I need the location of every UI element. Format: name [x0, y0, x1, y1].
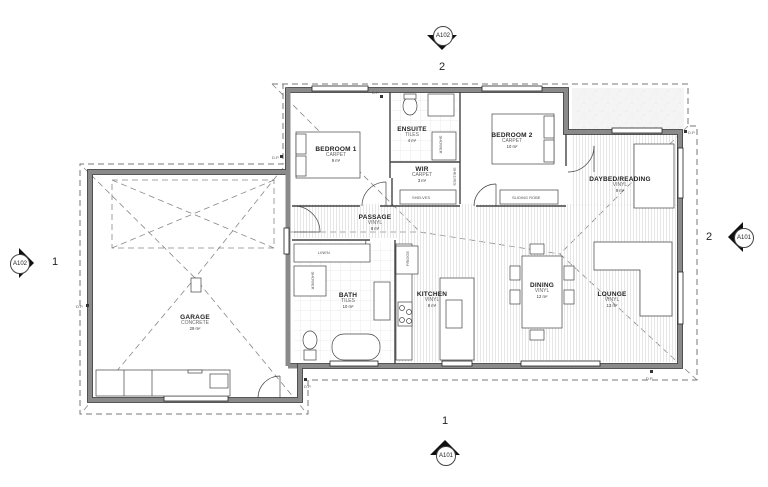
room-label-dining: DINING VINYL 12 m² [530, 282, 554, 300]
furniture [95, 93, 675, 397]
roof-outline [79, 83, 698, 415]
room-name: BATH [338, 292, 358, 299]
label-shelves-side: SHELVES [452, 167, 458, 186]
room-label-garage: GARAGE CONCRETE 29 m² [180, 314, 210, 332]
room-area: 9 m² [331, 158, 341, 164]
room-area: 8 m² [370, 226, 380, 232]
room-finish: VINYL [534, 288, 550, 295]
room-name: KITCHEN [416, 291, 448, 298]
label-shower-ensuite: SHOWER [438, 135, 444, 154]
room-area: 4 m² [407, 138, 417, 144]
room-label-kitchen: KITCHEN VINYL 8 m² [417, 291, 447, 309]
downpipe-label: D.P. [304, 384, 312, 389]
room-area: 10 m² [506, 144, 518, 150]
room-label-passage: PASSAGE VINYL 8 m² [359, 214, 392, 232]
room-finish: CARPET [411, 172, 433, 179]
room-finish: VINYL [612, 182, 628, 189]
patio-area [572, 88, 684, 132]
room-finish: CONCRETE [180, 320, 210, 327]
section-sheet-ref: A102 [433, 26, 453, 46]
room-finish: TILES [405, 132, 419, 139]
label-fridge: FRIDGE [405, 250, 411, 267]
label-shower-bath: SHOWER [310, 271, 316, 290]
room-finish: VINYL [604, 297, 620, 304]
section-marker-top[interactable]: A102 [427, 20, 457, 50]
downpipe-label: D.P. [372, 90, 380, 95]
windows [163, 85, 684, 402]
downpipe-label: D.P. [646, 376, 654, 381]
section-number-top: 2 [439, 61, 446, 73]
room-name: DAYBED/READING [589, 176, 651, 183]
room-name: WIR [415, 166, 429, 173]
downpipe-label: D.P. [76, 304, 84, 309]
room-name: ENSUITE [397, 126, 427, 133]
room-label-bedroom1: BEDROOM 1 CARPET 9 m² [315, 146, 356, 164]
room-name: GARAGE [180, 314, 210, 321]
room-finish: VINYL [367, 220, 383, 227]
section-sheet-ref: A101 [734, 228, 754, 248]
room-area: 8 m² [427, 303, 437, 309]
section-number-right: 2 [706, 231, 713, 243]
room-area: 9 m² [615, 188, 625, 194]
section-number-bottom: 1 [442, 415, 449, 427]
room-name: LOUNGE [597, 291, 627, 298]
section-marker-right[interactable]: A101 [728, 222, 758, 252]
room-finish: CARPET [325, 152, 347, 159]
section-marker-bottom[interactable]: A101 [430, 440, 460, 470]
room-area: 12 m² [536, 294, 548, 300]
room-label-bath: BATH TILES 10 m² [339, 292, 357, 310]
room-area: 13 m² [606, 303, 618, 309]
section-marker-left[interactable]: A102 [4, 248, 34, 278]
room-name: BEDROOM 2 [491, 132, 533, 139]
room-area: 3 m² [417, 178, 427, 184]
room-finish: CARPET [501, 138, 523, 145]
room-finish: TILES [341, 298, 355, 305]
section-sheet-ref: A101 [436, 446, 456, 466]
label-shelves-wir: SHELVES [412, 195, 431, 200]
room-name: BEDROOM 1 [315, 146, 357, 153]
room-label-lounge: LOUNGE VINYL 13 m² [597, 291, 626, 309]
downpipe-markers [86, 95, 687, 381]
downpipe-label: D.P. [688, 130, 696, 135]
room-label-daybed: DAYBED/READING VINYL 9 m² [589, 176, 650, 194]
room-finish: VINYL [424, 297, 440, 304]
room-name: PASSAGE [358, 214, 392, 221]
room-area: 29 m² [189, 326, 201, 332]
section-number-left: 1 [52, 256, 59, 268]
section-sheet-ref: A102 [10, 254, 30, 274]
label-linen: LINEN [318, 250, 330, 255]
room-label-bedroom2: BEDROOM 2 CARPET 10 m² [491, 132, 532, 150]
label-sliding-robe: SLIDING ROBE [512, 195, 541, 200]
room-label-ensuite: ENSUITE TILES 4 m² [397, 126, 427, 144]
room-label-wir: WIR CARPET 3 m² [412, 166, 432, 184]
room-area: 10 m² [342, 304, 354, 310]
downpipe-label: D.P. [272, 155, 280, 160]
interior-walls [292, 92, 567, 364]
doors [257, 145, 595, 399]
room-name: DINING [530, 282, 554, 289]
